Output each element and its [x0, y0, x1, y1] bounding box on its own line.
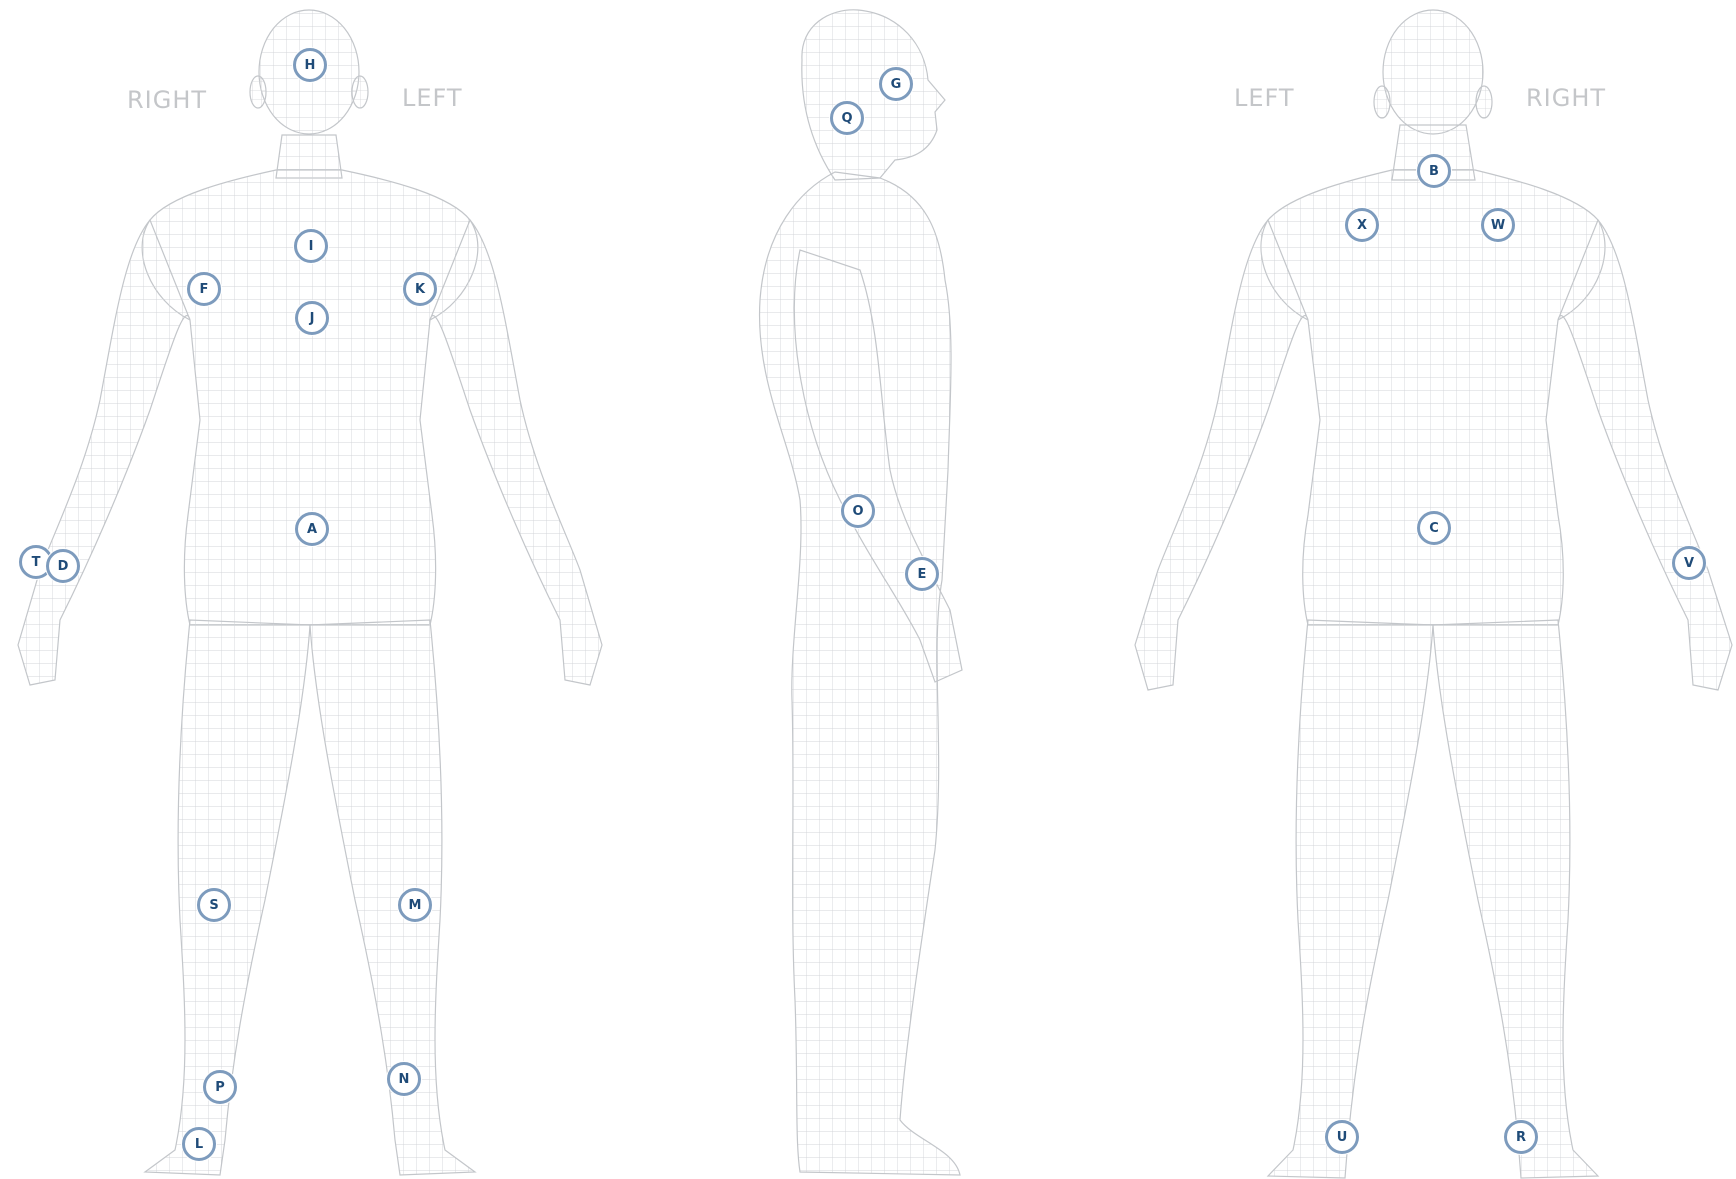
back-leg-right	[1433, 620, 1598, 1178]
marker-j[interactable]: J	[295, 301, 329, 335]
marker-d[interactable]: D	[46, 549, 80, 583]
front-figure	[18, 10, 602, 1175]
marker-x[interactable]: X	[1345, 208, 1379, 242]
back-arm-left	[1135, 220, 1308, 690]
marker-q[interactable]: Q	[830, 101, 864, 135]
marker-h[interactable]: H	[293, 48, 327, 82]
front-arm-left	[430, 220, 602, 685]
marker-b[interactable]: B	[1417, 154, 1451, 188]
marker-v[interactable]: V	[1672, 546, 1706, 580]
marker-r[interactable]: R	[1504, 1120, 1538, 1154]
marker-a[interactable]: A	[295, 512, 329, 546]
marker-p[interactable]: P	[203, 1070, 237, 1104]
front-ear-right	[250, 76, 266, 108]
back-left-label: LEFT	[1234, 84, 1295, 112]
marker-o[interactable]: O	[841, 494, 875, 528]
marker-i[interactable]: I	[294, 229, 328, 263]
front-right-label: RIGHT	[127, 86, 207, 114]
side-figure	[760, 10, 962, 1175]
marker-m[interactable]: M	[398, 888, 432, 922]
marker-k[interactable]: K	[403, 272, 437, 306]
back-right-label: RIGHT	[1526, 84, 1606, 112]
back-ear-left	[1374, 86, 1390, 118]
back-torso	[1261, 170, 1605, 625]
marker-g[interactable]: G	[879, 67, 913, 101]
back-head	[1383, 10, 1483, 134]
back-leg-left	[1268, 620, 1433, 1178]
front-arm-right	[18, 220, 190, 685]
marker-l[interactable]: L	[182, 1127, 216, 1161]
marker-u[interactable]: U	[1325, 1120, 1359, 1154]
marker-e[interactable]: E	[905, 557, 939, 591]
back-ear-right	[1476, 86, 1492, 118]
marker-f[interactable]: F	[187, 272, 221, 306]
marker-n[interactable]: N	[387, 1062, 421, 1096]
back-arm-right	[1558, 220, 1732, 690]
marker-s[interactable]: S	[197, 888, 231, 922]
front-ear-left	[352, 76, 368, 108]
marker-w[interactable]: W	[1481, 208, 1515, 242]
marker-c[interactable]: C	[1417, 511, 1451, 545]
side-head	[802, 10, 945, 180]
front-left-label: LEFT	[402, 84, 463, 112]
